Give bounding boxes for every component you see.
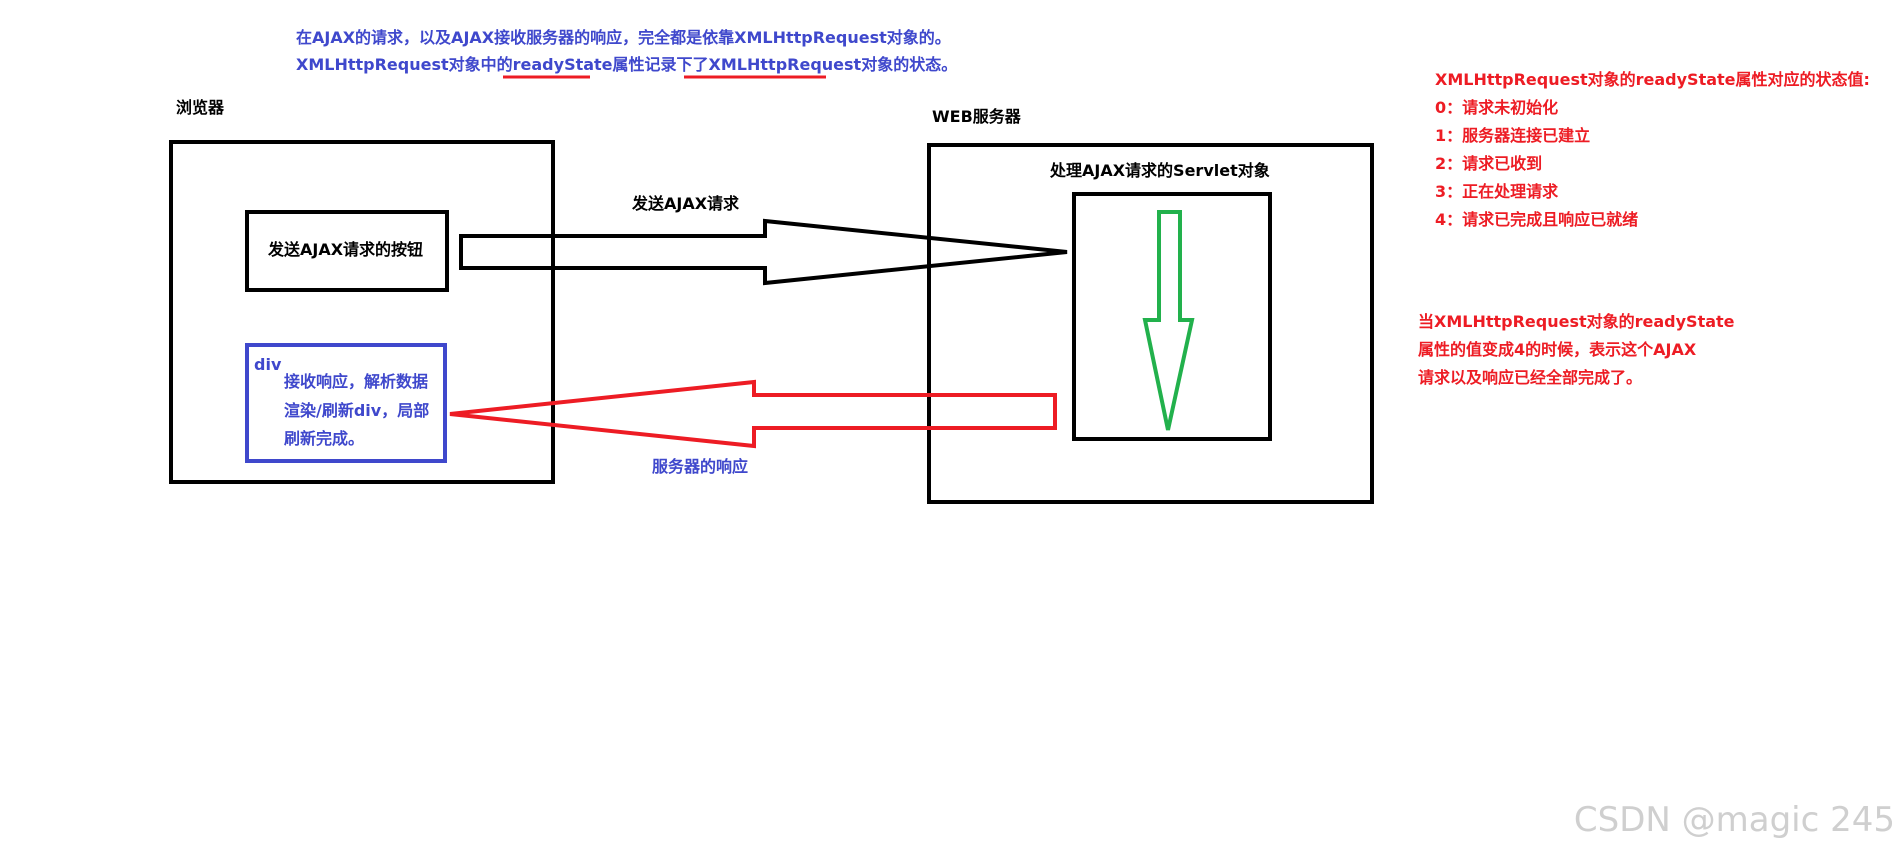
watermark: CSDN @magic 245 (1573, 800, 1895, 840)
completion-note-line-2: 属性的值变成4的时候，表示这个AJAX (1418, 340, 1697, 359)
ajax-button-label: 发送AJAX请求的按钮 (268, 240, 424, 259)
states-title: XMLHttpRequest对象的readyState属性对应的状态值: (1435, 70, 1870, 89)
state-item-3: 3：正在处理请求 (1435, 182, 1559, 201)
state-item-1: 1：服务器连接已建立 (1435, 126, 1591, 145)
div-line-3: 刷新完成。 (284, 429, 365, 448)
server-box (927, 143, 1374, 504)
browser-label: 浏览器 (176, 98, 225, 117)
div-title: div (254, 355, 282, 374)
processing-arrow (1142, 210, 1195, 431)
servlet-label: 处理AJAX请求的Servlet对象 (1050, 161, 1270, 180)
header-note-readystate: readyState (512, 55, 613, 74)
state-item-4: 4：请求已完成且响应已就绪 (1435, 210, 1639, 229)
response-arrow (449, 379, 1057, 449)
div-line-1: 接收响应，解析数据 (284, 372, 429, 391)
div-box (245, 343, 447, 463)
completion-note-line-1: 当XMLHttpRequest对象的readyState (1418, 312, 1735, 331)
response-label: 服务器的响应 (652, 457, 749, 476)
header-note-xmlhttprequest: XMLHttpRequest (708, 55, 862, 74)
request-label: 发送AJAX请求 (632, 194, 740, 213)
div-line-2: 渲染/刷新div，局部 (284, 401, 430, 420)
state-item-2: 2：请求已收到 (1435, 154, 1543, 173)
state-item-0: 0：请求未初始化 (1435, 98, 1559, 117)
request-arrow (459, 218, 1068, 286)
completion-note-line-3: 请求以及响应已经全部完成了。 (1418, 368, 1643, 387)
server-label: WEB服务器 (932, 107, 1021, 126)
servlet-box (1072, 192, 1272, 441)
header-note-line2: XMLHttpRequest对象中的readyState属性记录下了XMLHtt… (296, 55, 957, 75)
browser-box (169, 140, 555, 484)
ajax-button-box (245, 210, 449, 292)
header-note-part-1: XMLHttpRequest对象中的 (296, 55, 513, 74)
header-note-part-3: 属性记录下了 (612, 55, 709, 74)
header-note-part-5: 对象的状态。 (861, 55, 958, 74)
header-note-line1: 在AJAX的请求，以及AJAX接收服务器的响应，完全都是依靠XMLHttpReq… (296, 28, 951, 47)
